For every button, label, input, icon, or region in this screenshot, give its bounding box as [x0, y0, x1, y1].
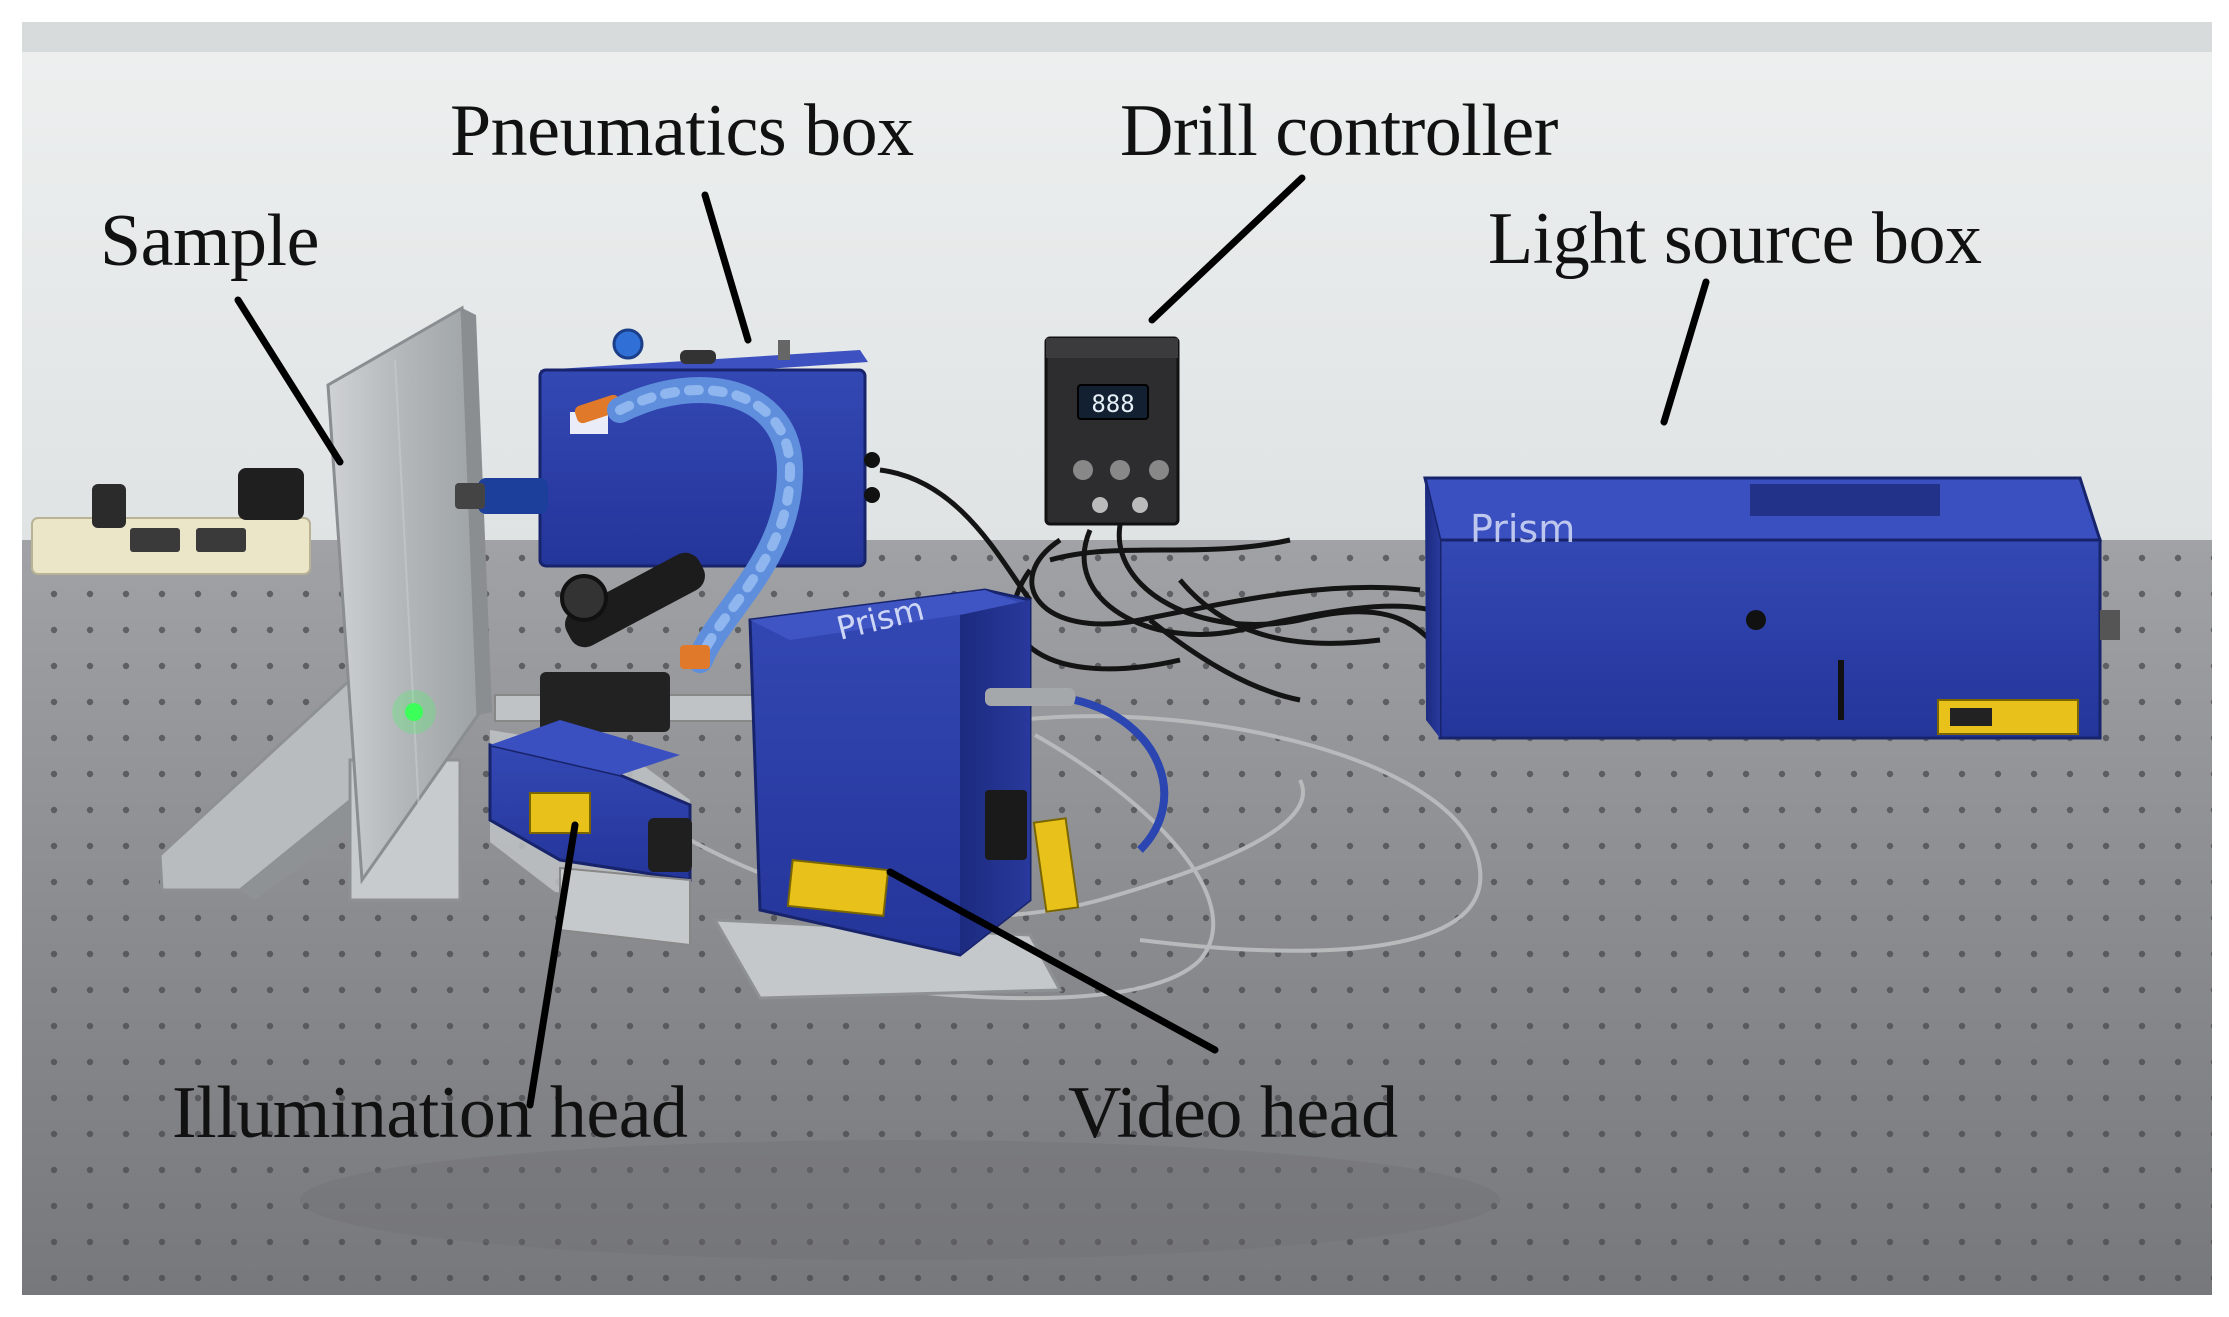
label-illumination-head: Illumination head — [172, 1072, 688, 1154]
label-pneumatics-box: Pneumatics box — [450, 90, 914, 172]
label-leader-lines — [234, 174, 1710, 1109]
label-sample: Sample — [100, 200, 319, 282]
drill-controller-device: 888 — [1044, 336, 1180, 526]
illumination-head-device — [488, 720, 692, 947]
drill-display-readout: 888 — [1091, 390, 1134, 418]
cable-bundle — [879, 467, 1432, 703]
video-head-leader-line — [886, 868, 1219, 1054]
flexible-coolant-hose — [607, 377, 804, 673]
drill-spindle — [494, 552, 776, 732]
light-source-leader-line — [1660, 278, 1710, 426]
light-source-brand: Prism — [1470, 507, 1575, 551]
label-drill-controller: Drill controller — [1120, 90, 1558, 172]
light-source-box-device: Prism — [1423, 476, 2120, 740]
label-light-source-box: Light source box — [1488, 198, 1982, 280]
drill-controller-leader-line — [1148, 174, 1306, 324]
sample-plate — [326, 305, 492, 885]
illumination-leader-line — [526, 821, 579, 1109]
pneumatics-leader-line — [701, 191, 752, 344]
power-strip — [31, 468, 311, 575]
label-video-head: Video head — [1068, 1072, 1398, 1154]
sample-leader-line — [234, 296, 344, 466]
